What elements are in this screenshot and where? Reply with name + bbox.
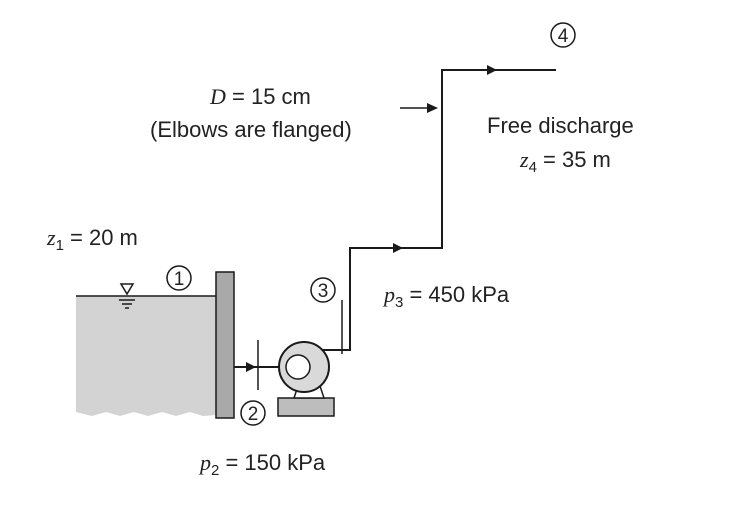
p2-label: p2 = 150 kPa — [198, 450, 326, 479]
free-discharge-label: Free discharge — [487, 113, 634, 138]
diameter-label: D = 15 cm — [209, 84, 311, 109]
p3-label: p3 = 450 kPa — [382, 282, 510, 311]
discharge-flow-arrow-1 — [393, 243, 403, 253]
free-surface-symbol — [119, 283, 135, 309]
suction-flow-arrow — [246, 362, 256, 372]
point-marker-4: 4 — [550, 22, 576, 48]
point-marker-1: 1 — [166, 265, 192, 291]
reservoir-wall — [215, 271, 235, 419]
discharge-pipe — [349, 69, 556, 342]
pump-eye — [285, 354, 311, 380]
pump-outlet — [322, 342, 351, 351]
reservoir-water — [76, 296, 216, 416]
elbows-note: (Elbows are flanged) — [150, 117, 352, 142]
discharge-flow-arrow-2 — [487, 65, 497, 75]
z4-label: z4 = 35 m — [519, 147, 611, 176]
z1-label: z1 = 20 m — [46, 225, 138, 254]
pump-base — [277, 397, 335, 417]
note-pointer-arrowhead — [427, 103, 438, 113]
svg-text:1: 1 — [174, 269, 185, 290]
svg-text:4: 4 — [558, 26, 569, 47]
point-marker-2: 2 — [240, 400, 266, 426]
point-marker-3: 3 — [310, 277, 336, 303]
svg-text:2: 2 — [248, 404, 259, 425]
svg-text:3: 3 — [318, 281, 329, 302]
